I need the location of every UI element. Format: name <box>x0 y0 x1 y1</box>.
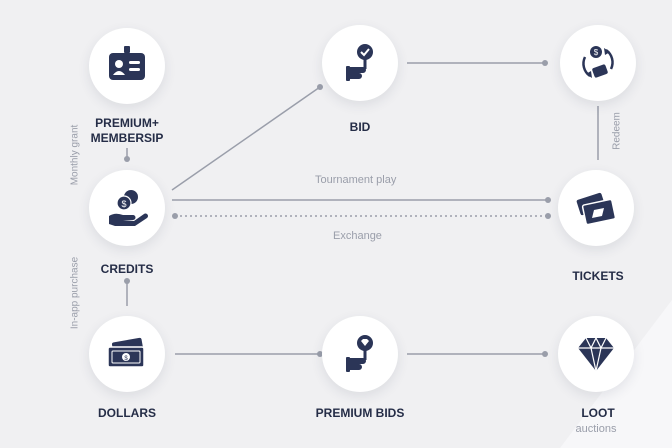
node-dollars[interactable]: $ <box>89 316 165 392</box>
id-badge-icon <box>109 46 145 80</box>
svg-text:$: $ <box>124 356 128 362</box>
tickets-icon <box>576 192 617 226</box>
label-bid: BID <box>349 120 371 134</box>
svg-text:$: $ <box>121 199 126 209</box>
label-membership-line2: MEMBERSIP <box>90 131 164 145</box>
label-membership-line1: PREMIUM+ <box>95 116 159 130</box>
node-bid[interactable] <box>322 25 398 101</box>
edge-label-redeem: Redeem <box>611 112 623 150</box>
svg-text:$: $ <box>594 48 599 57</box>
label-loot-sub: auctions <box>575 423 617 435</box>
node-membership[interactable] <box>89 28 165 104</box>
edge-label-tournament-play: Tournament play <box>315 174 397 186</box>
edge-label-exchange: Exchange <box>333 230 382 242</box>
diamond-icon <box>578 336 614 372</box>
edge-dot <box>124 278 130 284</box>
edge-dot <box>542 351 548 357</box>
edge-dot <box>545 197 551 203</box>
cash-stack-icon: $ <box>107 337 145 368</box>
edge-credits-to-bid <box>171 86 321 191</box>
label-membership: PREMIUM+ MEMBERSIP <box>67 116 187 146</box>
node-premium-bids[interactable] <box>322 316 398 392</box>
hand-bid-paddle-check-icon <box>346 44 373 81</box>
edge-dot <box>124 156 130 162</box>
exchange-cycle-icon: $ <box>582 46 614 78</box>
edge-dot <box>542 60 548 66</box>
node-tickets[interactable] <box>558 170 634 246</box>
hand-bid-paddle-diamond-icon <box>346 335 373 372</box>
edge-dot <box>172 213 178 219</box>
label-loot: LOOT <box>581 406 615 420</box>
label-tickets: TICKETS <box>572 269 624 283</box>
label-premium-bids: PREMIUM BIDS <box>315 406 405 420</box>
node-loot[interactable] <box>558 316 634 392</box>
node-credits[interactable]: $ <box>89 170 165 246</box>
edge-dot <box>317 84 323 90</box>
edge-dot <box>545 213 551 219</box>
label-credits: CREDITS <box>100 262 154 276</box>
node-redeem[interactable]: $ <box>560 25 636 101</box>
hand-coin-icon: $ <box>109 190 148 226</box>
edge-dot <box>317 351 323 357</box>
label-dollars: DOLLARS <box>98 406 156 420</box>
